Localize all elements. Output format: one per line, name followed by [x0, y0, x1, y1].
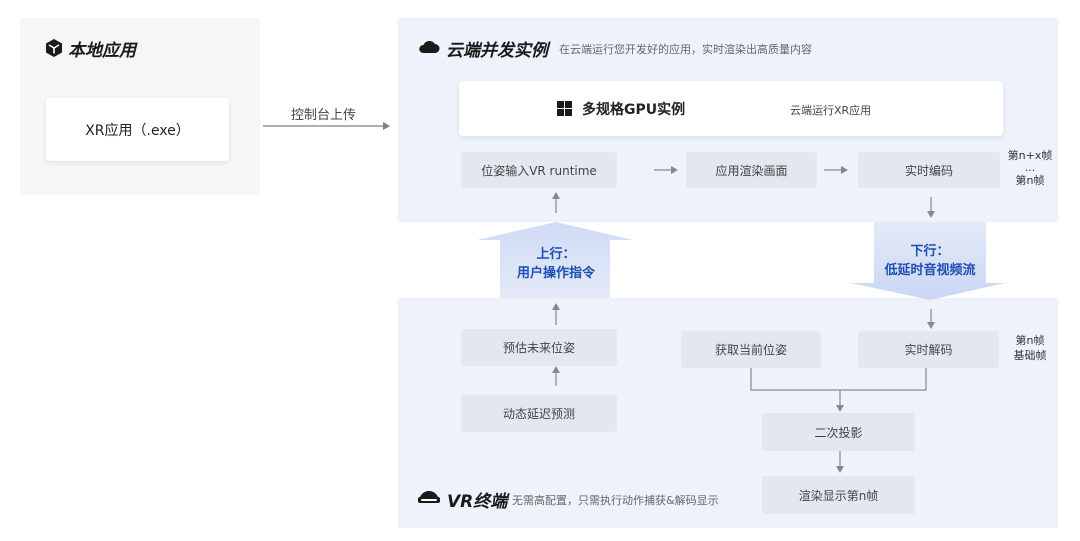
- get-pose-box: 获取当前位姿: [681, 331, 821, 368]
- render-display-box: 渲染显示第n帧: [762, 476, 915, 514]
- gpu-instance-card: 多规格GPU实例 云端运行XR应用: [459, 81, 1003, 136]
- vr-frame-note: 第n帧 基础帧: [1013, 334, 1047, 362]
- uplink-arrow: [477, 222, 633, 298]
- encode-box: 实时编码: [858, 152, 1000, 188]
- cloud-title: 云端并发实例: [446, 41, 548, 61]
- vr-headset-icon: [417, 489, 441, 505]
- cloud-frame-note: 第n+x帧 ... 第n帧: [1007, 149, 1053, 187]
- vr-subtitle: 无需高配置，只需执行动作捕获&解码显示: [512, 494, 719, 507]
- downlink-arrow: [851, 222, 1005, 300]
- gpu-note: 云端运行XR应用: [790, 104, 872, 117]
- latency-predict-box: 动态延迟预测: [461, 395, 617, 432]
- pose-input-box: 位姿输入VR runtime: [461, 152, 617, 188]
- uplink-label: 上行： 用户操作指令: [516, 247, 595, 281]
- vr-title: VR终端: [447, 492, 508, 512]
- local-app-title: 本地应用: [68, 41, 136, 61]
- xr-app-card: XR应用（.exe）: [46, 98, 229, 161]
- xr-app-label: XR应用（.exe）: [85, 122, 190, 139]
- decode-box: 实时解码: [858, 331, 999, 368]
- upload-arrow: [263, 122, 390, 130]
- gpu-label: 多规格GPU实例: [582, 102, 686, 118]
- upload-label: 控制台上传: [290, 108, 356, 123]
- cube-icon: [44, 38, 64, 58]
- reproject-box: 二次投影: [762, 413, 915, 451]
- predict-pose-box: 预估未来位姿: [461, 329, 617, 366]
- render-box: 应用渲染画面: [686, 152, 817, 188]
- downlink-label: 下行： 低延时音视频流: [884, 244, 976, 278]
- cloud-icon: [418, 38, 440, 54]
- windows-icon: [557, 101, 572, 116]
- cloud-subtitle: 在云端运行您开发好的应用，实时渲染出高质量内容: [559, 43, 812, 56]
